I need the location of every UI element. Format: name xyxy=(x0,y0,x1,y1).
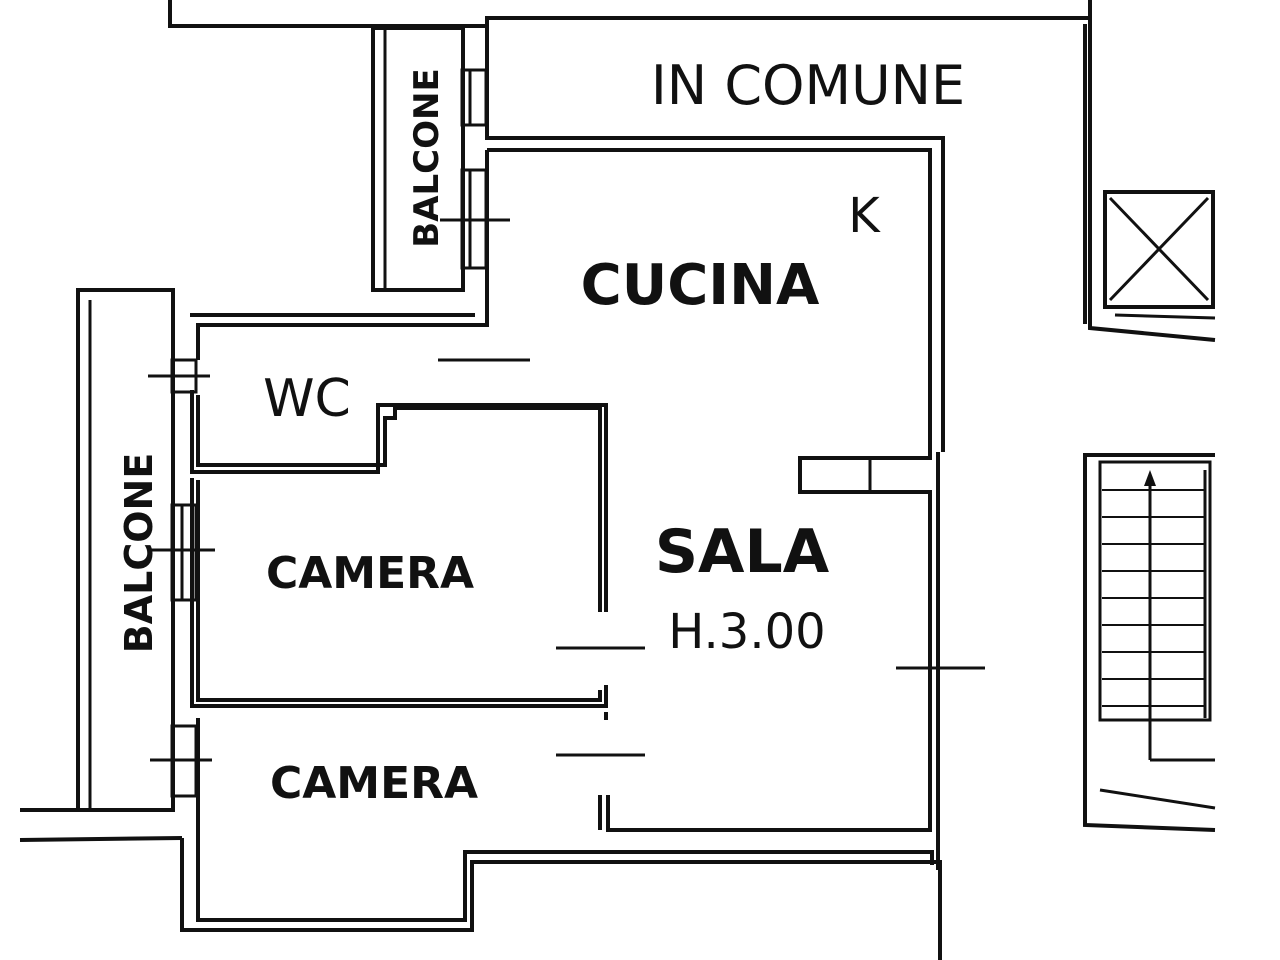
in-comune-label: IN COMUNE xyxy=(651,54,965,117)
staircase xyxy=(1083,453,1216,832)
cucina-label: CUCINA xyxy=(581,253,820,318)
wc-label: WC xyxy=(263,369,351,429)
balcone-left-label: BALCONE xyxy=(117,453,161,654)
camera-label-2: CAMERA xyxy=(270,758,478,809)
doors xyxy=(438,358,985,757)
stair-arrow-icon xyxy=(1144,470,1156,486)
lift-shaft xyxy=(1103,190,1216,320)
camera-label-1: CAMERA xyxy=(266,548,474,599)
windows xyxy=(148,68,510,798)
balcone-top-label: BALCONE xyxy=(407,68,447,247)
stair-steps xyxy=(1102,489,1205,707)
walls xyxy=(19,0,1216,960)
sala-label: SALA xyxy=(655,517,830,587)
kitchen-mark: K xyxy=(848,188,881,244)
sala-height-label: H.3.00 xyxy=(668,604,825,660)
